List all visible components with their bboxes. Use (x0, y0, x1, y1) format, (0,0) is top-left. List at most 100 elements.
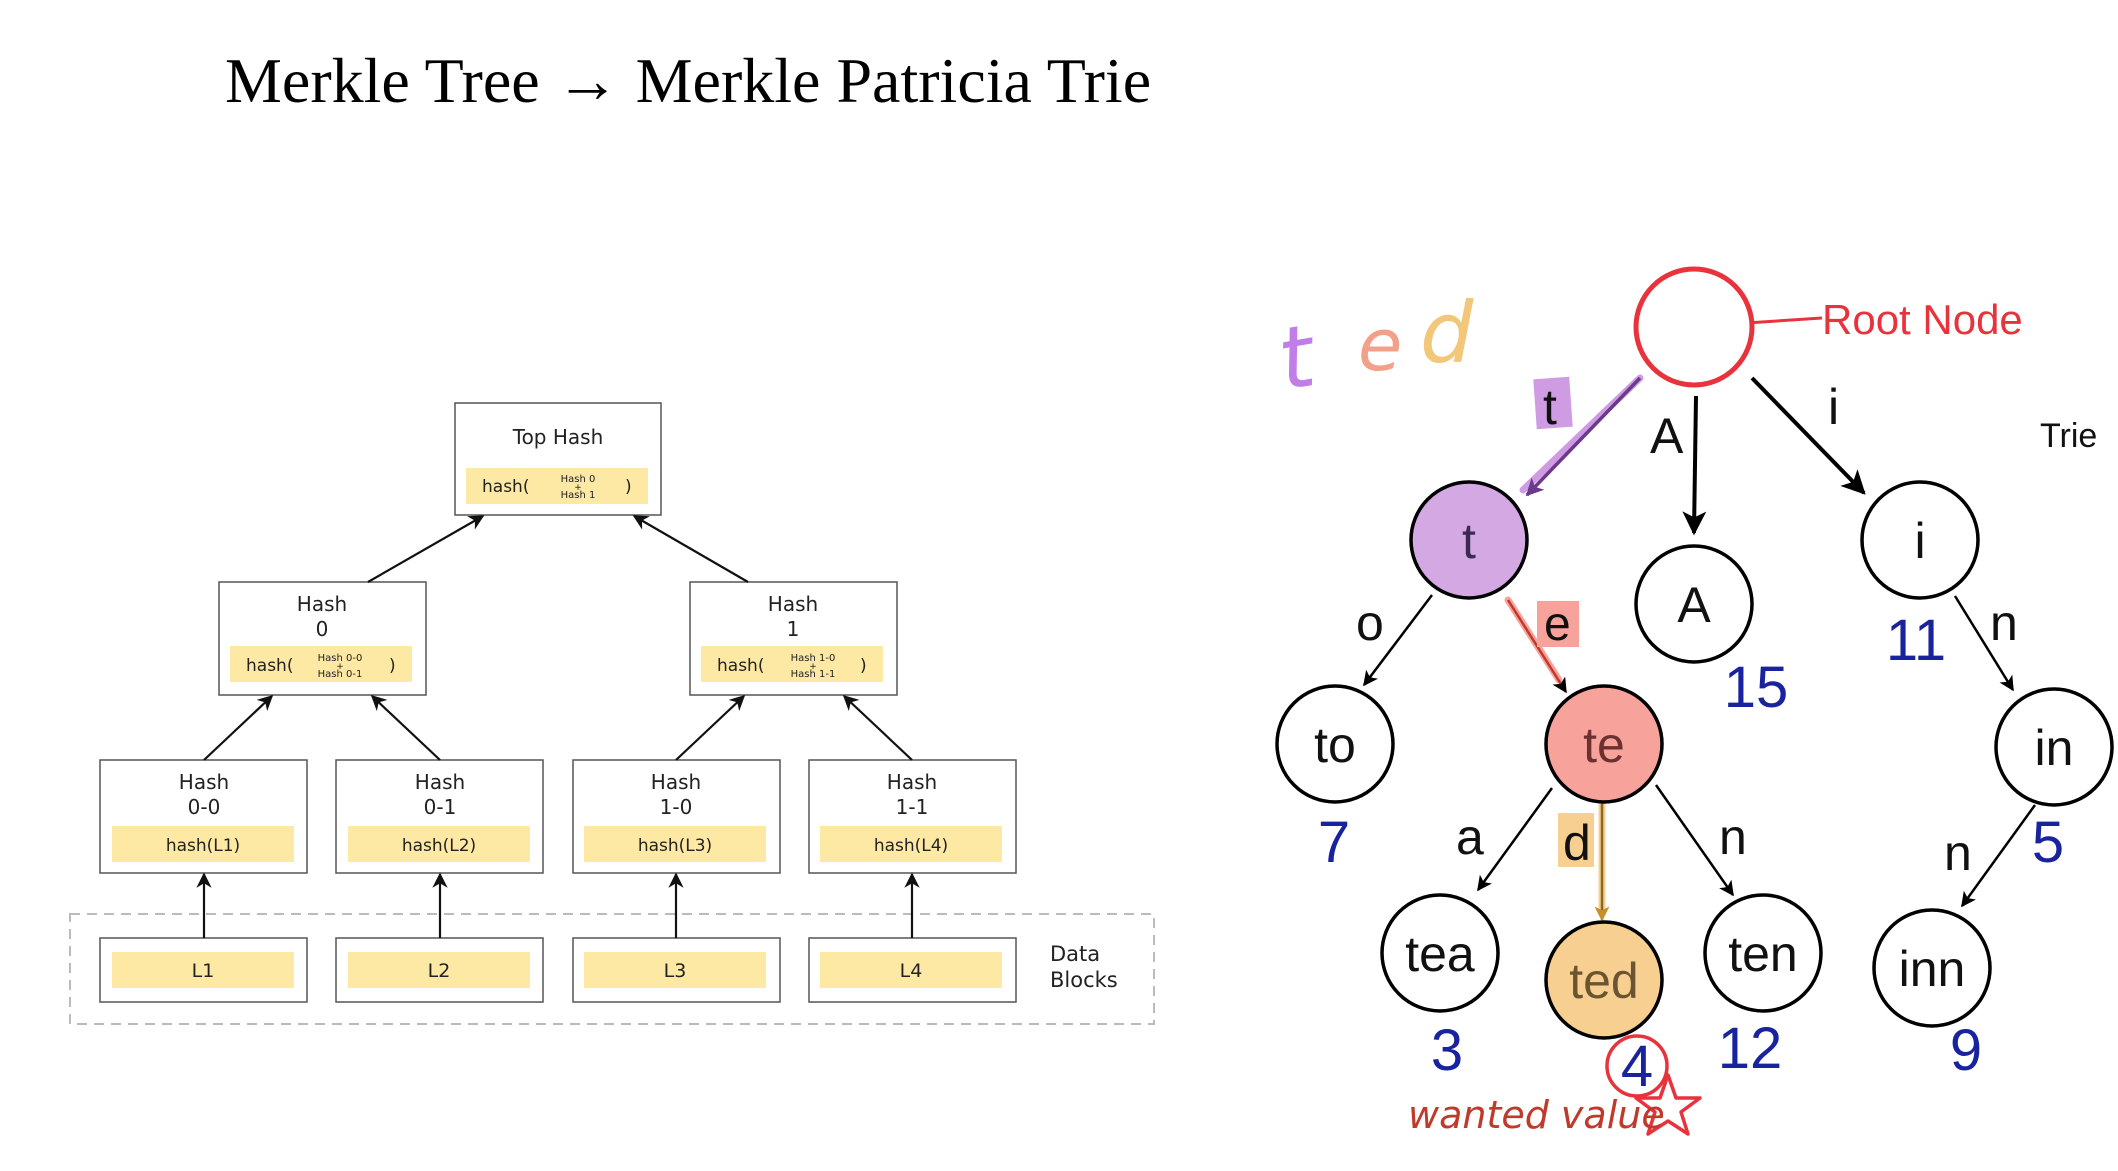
search-word-t: t (1271, 306, 1325, 411)
edge-i-to-in (1953, 595, 2015, 692)
trie-value-inn: 9 (1950, 1018, 1982, 1083)
edge-label-t-o: o (1356, 595, 1384, 651)
hash-0-0-formula-text: hash(L1) (166, 836, 240, 856)
hash-0-node: Hash 0 hash( Hash 0-0 + Hash 0-1 ) (218, 581, 427, 696)
trie-node-to (1275, 684, 1395, 804)
trie-node-in (1994, 687, 2114, 807)
hash-1-1-node: Hash 1-1 hash(L4) (808, 759, 1017, 874)
edge-label-t-e: e (1544, 598, 1571, 651)
hash-0-0-node: Hash 0-0 hash(L1) (99, 759, 308, 874)
edge-label-root-t-highlight (1533, 376, 1573, 430)
edge-label-te-n: n (1719, 809, 1747, 865)
slide-title: Merkle Tree → Merkle Patricia Trie (225, 45, 1152, 116)
trie-node-labels: t A i to te in tea ted ten inn (1314, 513, 2073, 1009)
top-hash-formula-prefix: hash( (482, 477, 529, 497)
hash-1-1-label-line2: 1-1 (896, 795, 929, 819)
hash-1-label-line1: Hash (768, 592, 818, 616)
edge-label-root-A: A (1650, 408, 1684, 464)
search-word-ted: t e d (1271, 284, 1474, 411)
arrow-hash-0-to-top-hash (367, 515, 485, 583)
merkle-tree: Top Hash hash( Hash 0 + Hash 1 ) Hash 0 … (69, 402, 1155, 1025)
hash-1-0-formula (584, 826, 766, 862)
trie-node-i (1860, 480, 1980, 600)
trie-edge-labels: t A i o e n a d n n (1356, 376, 2018, 881)
trie-nodes (1275, 266, 2114, 1040)
data-block-l2-label: L2 (428, 960, 451, 982)
search-word-e: e (1358, 303, 1402, 387)
trie-node-t-label: t (1462, 513, 1476, 569)
edge-te-to-tea (1476, 787, 1554, 892)
trie-node-ten (1703, 893, 1823, 1013)
hash-0-formula-plus: + (336, 662, 344, 672)
hash-1-formula-suffix: ) (860, 656, 867, 676)
edge-te-to-ten (1654, 784, 1735, 897)
trie-node-inn (1872, 908, 1992, 1028)
hash-0-label-line1: Hash (297, 592, 347, 616)
root-node-annotation: Root Node (1822, 296, 2023, 343)
top-hash-label: Top Hash (512, 425, 604, 449)
hash-0-1-label-line1: Hash (415, 770, 465, 794)
top-hash-formula-bottom: Hash 1 (561, 490, 596, 501)
trie-node-in-label: in (2035, 720, 2074, 776)
wanted-value-star-icon (1634, 1073, 1702, 1136)
hash-0-1-label-line2: 0-1 (424, 795, 457, 819)
search-word-d: d (1420, 284, 1474, 382)
hash-1-formula-plus: + (809, 662, 817, 672)
hash-1-formula (701, 646, 883, 682)
wanted-value-circle (1605, 1034, 1669, 1098)
top-hash-formula-suffix: ) (625, 477, 632, 497)
data-block-l2: L2 (335, 937, 544, 1003)
edge-label-te-d: d (1563, 815, 1591, 871)
hash-0-label-line2: 0 (316, 617, 329, 641)
trie-node-ten-label: ten (1728, 926, 1798, 982)
trie-node-ted-label: ted (1569, 953, 1639, 1009)
hash-0-formula-suffix: ) (389, 656, 396, 676)
hash-0-formula-bottom: Hash 0-1 (318, 669, 363, 680)
trie-root-node (1633, 266, 1755, 388)
edge-root-to-t (1525, 376, 1642, 497)
hash-1-formula-prefix: hash( (717, 656, 764, 676)
wanted-value-marker: wanted value (1408, 1034, 1702, 1137)
hash-0-0-label-line1: Hash (179, 770, 229, 794)
trie-node-A-label: A (1677, 577, 1711, 633)
edge-t-to-to (1363, 594, 1433, 687)
trie-node-to-label: to (1314, 717, 1356, 773)
data-blocks-container (69, 913, 1155, 1025)
hash-1-1-label-line1: Hash (887, 770, 937, 794)
trie-value-ted: 4 (1621, 1034, 1653, 1099)
edge-label-i-n: n (1990, 595, 2018, 651)
edge-root-to-i (1750, 376, 1866, 495)
hash-1-node: Hash 1 hash( Hash 1-0 + Hash 1-1 ) (689, 581, 898, 696)
trie-node-tea-label: tea (1405, 926, 1475, 982)
hash-0-formula-prefix: hash( (246, 656, 293, 676)
trie-value-A: 15 (1724, 655, 1789, 720)
trie-label: Trie (2040, 417, 2097, 455)
edge-label-t-e-highlight (1537, 601, 1579, 647)
hash-1-0-label-line2: 1-0 (660, 795, 693, 819)
trie-node-i-label: i (1914, 513, 1925, 569)
edge-root-to-A (1682, 395, 1707, 536)
edge-label-root-i: i (1828, 379, 1839, 435)
hash-0-1-formula (348, 826, 530, 862)
hash-0-formula (230, 646, 412, 682)
hash-1-0-formula-text: hash(L3) (638, 836, 712, 856)
trie-node-A (1634, 544, 1754, 664)
data-block-l3-label: L3 (664, 960, 687, 982)
hash-1-1-formula-text: hash(L4) (874, 836, 948, 856)
top-hash-formula (466, 468, 648, 504)
wanted-value-label: wanted value (1408, 1093, 1665, 1137)
hash-1-0-node: Hash 1-0 hash(L3) (572, 759, 781, 874)
hash-1-label-line2: 1 (787, 617, 800, 641)
trie-node-t (1409, 480, 1529, 600)
top-hash-formula-plus: + (574, 483, 582, 493)
top-hash-node: Top Hash hash( Hash 0 + Hash 1 ) (454, 402, 662, 516)
data-block-l1: L1 (99, 937, 308, 1003)
hash-0-1-node: Hash 0-1 hash(L2) (335, 759, 544, 874)
merkle-arrows (196, 515, 920, 938)
edge-in-to-inn (1960, 804, 2037, 908)
arrow-hash-1-0-to-hash-1 (675, 694, 746, 761)
hash-1-formula-top: Hash 1-0 (791, 653, 836, 664)
edge-label-te-d-highlight (1558, 813, 1594, 867)
data-block-l1-label: L1 (192, 960, 215, 982)
